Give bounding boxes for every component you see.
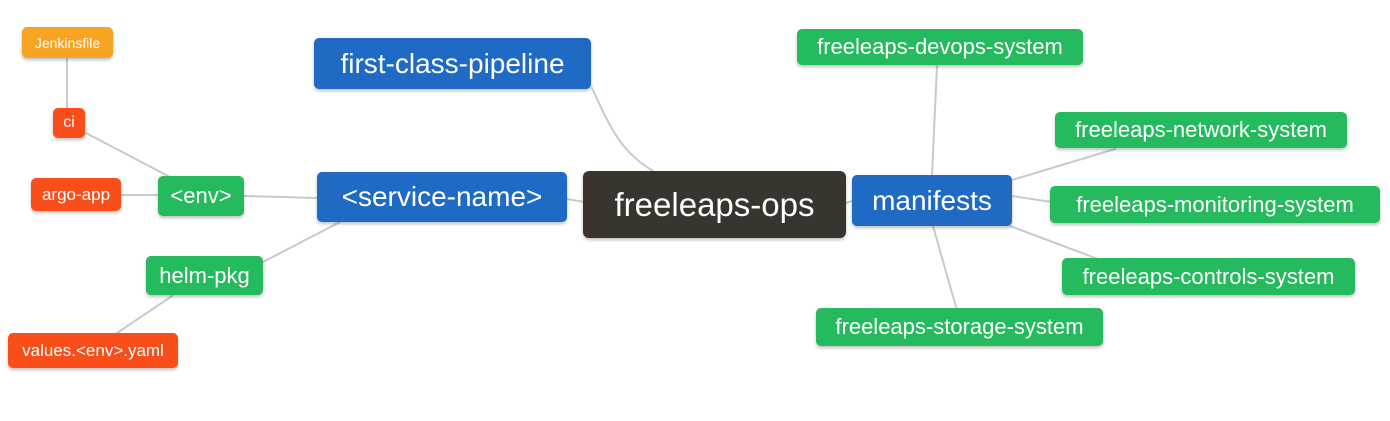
node-label: ci [63,114,75,131]
node-label: freeleaps-ops [614,185,815,223]
node-label: first-class-pipeline [340,47,565,79]
node-label: freeleaps-storage-system [835,314,1084,339]
node-label: freeleaps-devops-system [817,34,1063,59]
node-ci[interactable]: ci [53,108,85,138]
node-label: freeleaps-monitoring-system [1076,191,1354,217]
node-freeleaps-network-system[interactable]: freeleaps-network-system [1055,112,1347,148]
node-label: freeleaps-network-system [1075,117,1327,142]
edge-ci-env [83,131,171,178]
edge-manifests-devops-system [931,65,938,176]
node-label: <service-name> [341,181,543,212]
node-label: values.<env>.yaml [22,340,164,360]
edge-service-name-ops [566,198,585,203]
edge-helm-pkg-service-name [262,221,341,263]
node-freeleaps-storage-system[interactable]: freeleaps-storage-system [816,308,1103,346]
edge-ops-manifests [845,200,853,204]
node-freeleaps-ops-root[interactable]: freeleaps-ops [583,171,846,238]
node-env[interactable]: <env> [158,176,244,216]
node-helm-pkg[interactable]: helm-pkg [146,256,263,295]
edge-env-service-name [243,195,318,199]
node-label: helm-pkg [159,262,250,288]
edge-manifests-storage-system [932,225,957,308]
node-label: Jenkinsfile [34,34,101,51]
node-jenkinsfile[interactable]: Jenkinsfile [22,27,113,58]
node-label: <env> [170,183,232,208]
node-service-name[interactable]: <service-name> [317,172,567,222]
node-first-class-pipeline[interactable]: first-class-pipeline [314,38,591,89]
node-manifests[interactable]: manifests [852,175,1012,226]
node-label: argo-app [41,184,111,204]
edge-values-env-yaml-helm-pkg [116,295,173,334]
node-freeleaps-controls-system[interactable]: freeleaps-controls-system [1062,258,1355,295]
edge-manifests-monitoring-system [1011,195,1053,203]
node-label: manifests [872,184,992,216]
edge-manifests-controls-system [1009,225,1099,260]
edge-manifests-network-system [1011,148,1116,181]
node-argo-app[interactable]: argo-app [31,178,121,211]
node-values-env-yaml[interactable]: values.<env>.yaml [8,333,178,368]
node-freeleaps-monitoring-system[interactable]: freeleaps-monitoring-system [1050,186,1380,223]
node-label: freeleaps-controls-system [1082,263,1335,289]
node-freeleaps-devops-system[interactable]: freeleaps-devops-system [797,29,1083,65]
edge-first-class-pipeline-ops [591,87,654,172]
